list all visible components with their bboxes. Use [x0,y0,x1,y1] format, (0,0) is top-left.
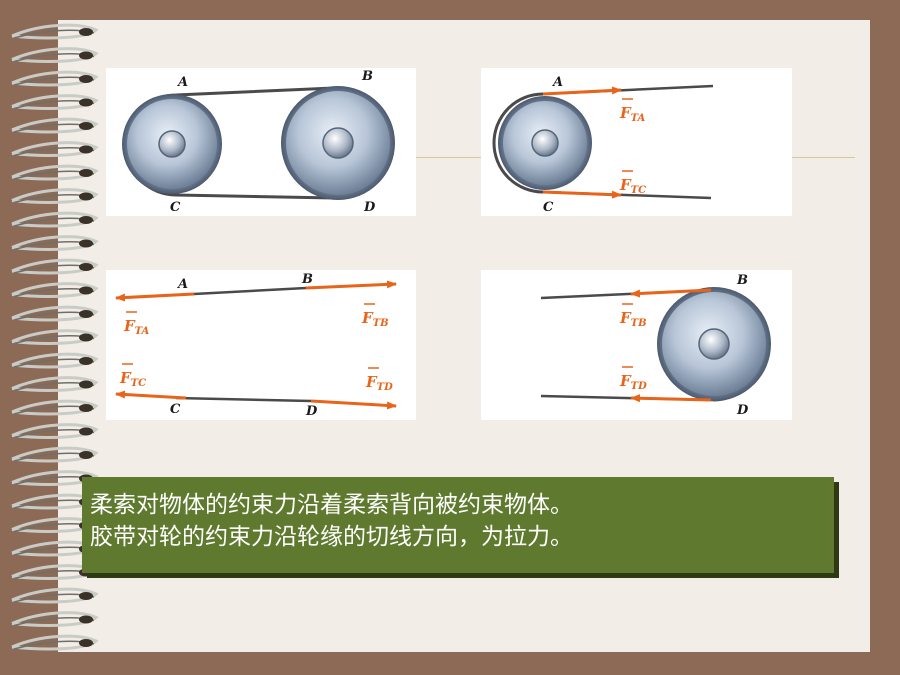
point-a-label: A [551,75,563,90]
binding-hole [79,169,93,177]
force-tc-label: FTC [619,176,646,196]
large-pulley [281,86,395,200]
spiral-ring [11,634,99,651]
spiral-ring [11,164,99,181]
force-tb-label: FTB [361,309,389,329]
force-td-arrow [310,399,397,410]
point-c-label: C [543,200,554,215]
spiral-ring [11,258,99,275]
spiral-ring [11,399,99,416]
binding-hole [79,357,93,365]
force-ta-label: FTA [619,104,646,124]
binding-hole [79,639,93,647]
spiral-ring [11,23,99,40]
binding-hole [79,333,93,342]
force-tc-arrow [542,190,622,199]
force-tb-arrow [630,288,712,298]
binding-hole [79,75,93,83]
binding-hole [79,28,93,36]
large-pulley [657,287,771,401]
panel-belt-segment-forces: A B C D FTA FTB FTC FTD [106,270,416,420]
explanation-line-2: 胶带对轮的约束力沿轮缘的切线方向，为拉力。 [90,524,573,550]
spiral-binding [11,23,99,651]
spiral-ring [11,117,99,134]
binding-hole [79,451,93,459]
spiral-ring [11,188,99,204]
spiral-ring [11,282,99,298]
force-td-label: FTD [365,373,393,393]
binding-hole [79,98,93,107]
binding-hole [79,263,93,271]
spiral-ring [11,446,99,463]
point-d-label: D [305,404,318,419]
force-tc-arrow [115,390,187,400]
point-a-label: A [176,277,188,292]
spiral-ring [11,611,99,627]
spiral-ring [11,141,99,157]
binding-hole [79,145,93,154]
spiral-ring [11,305,99,322]
point-b-label: B [736,273,748,288]
force-ta-arrow [542,86,622,96]
small-pulley [122,94,222,194]
binding-hole [79,615,93,624]
binding-hole [79,216,93,224]
binding-hole [79,427,93,436]
point-c-label: C [170,200,181,215]
binding-hole [79,286,93,295]
force-td-label: FTD [619,372,647,392]
binding-hole [79,122,93,130]
binding-hole [79,380,93,389]
binding-hole [79,239,93,248]
spiral-ring [11,352,99,369]
point-b-label: B [361,69,373,84]
force-tb-label: FTB [619,309,647,329]
point-a-label: A [176,75,188,90]
panel-large-pulley-forces: B D FTB FTD [481,270,792,420]
point-d-label: D [736,403,749,418]
spiral-ring [11,47,99,63]
explanation-line-1: 柔索对物体的约束力沿着柔索背向被约束物体。 [90,492,573,518]
panel-belt-drive: A B C D [106,68,416,216]
force-ta-arrow [115,292,195,302]
binding-hole [79,592,93,600]
force-ta-label: FTA [123,317,150,337]
point-b-label: B [301,272,313,287]
force-tb-arrow [305,280,397,290]
point-c-label: C [170,402,181,417]
binding-hole [79,310,93,318]
spiral-ring [11,235,99,251]
panel-small-pulley-forces: A C FTA FTC [481,68,792,216]
spiral-ring [11,423,99,439]
spiral-ring [11,94,99,110]
small-pulley [498,96,592,190]
spiral-ring [11,211,99,228]
spiral-ring [11,329,99,345]
point-d-label: D [363,200,376,215]
binding-hole [79,192,93,201]
spiral-ring [11,587,99,604]
spiral-ring [11,70,99,87]
binding-hole [79,51,93,60]
spiral-ring [11,376,99,392]
force-td-arrow [630,394,712,403]
explanation-box: 柔索对物体的约束力沿着柔索背向被约束物体。 胶带对轮的约束力沿轮缘的切线方向，为… [82,477,834,573]
force-tc-label: FTC [119,369,146,389]
spiral-ring [11,470,99,486]
binding-hole [79,404,93,412]
